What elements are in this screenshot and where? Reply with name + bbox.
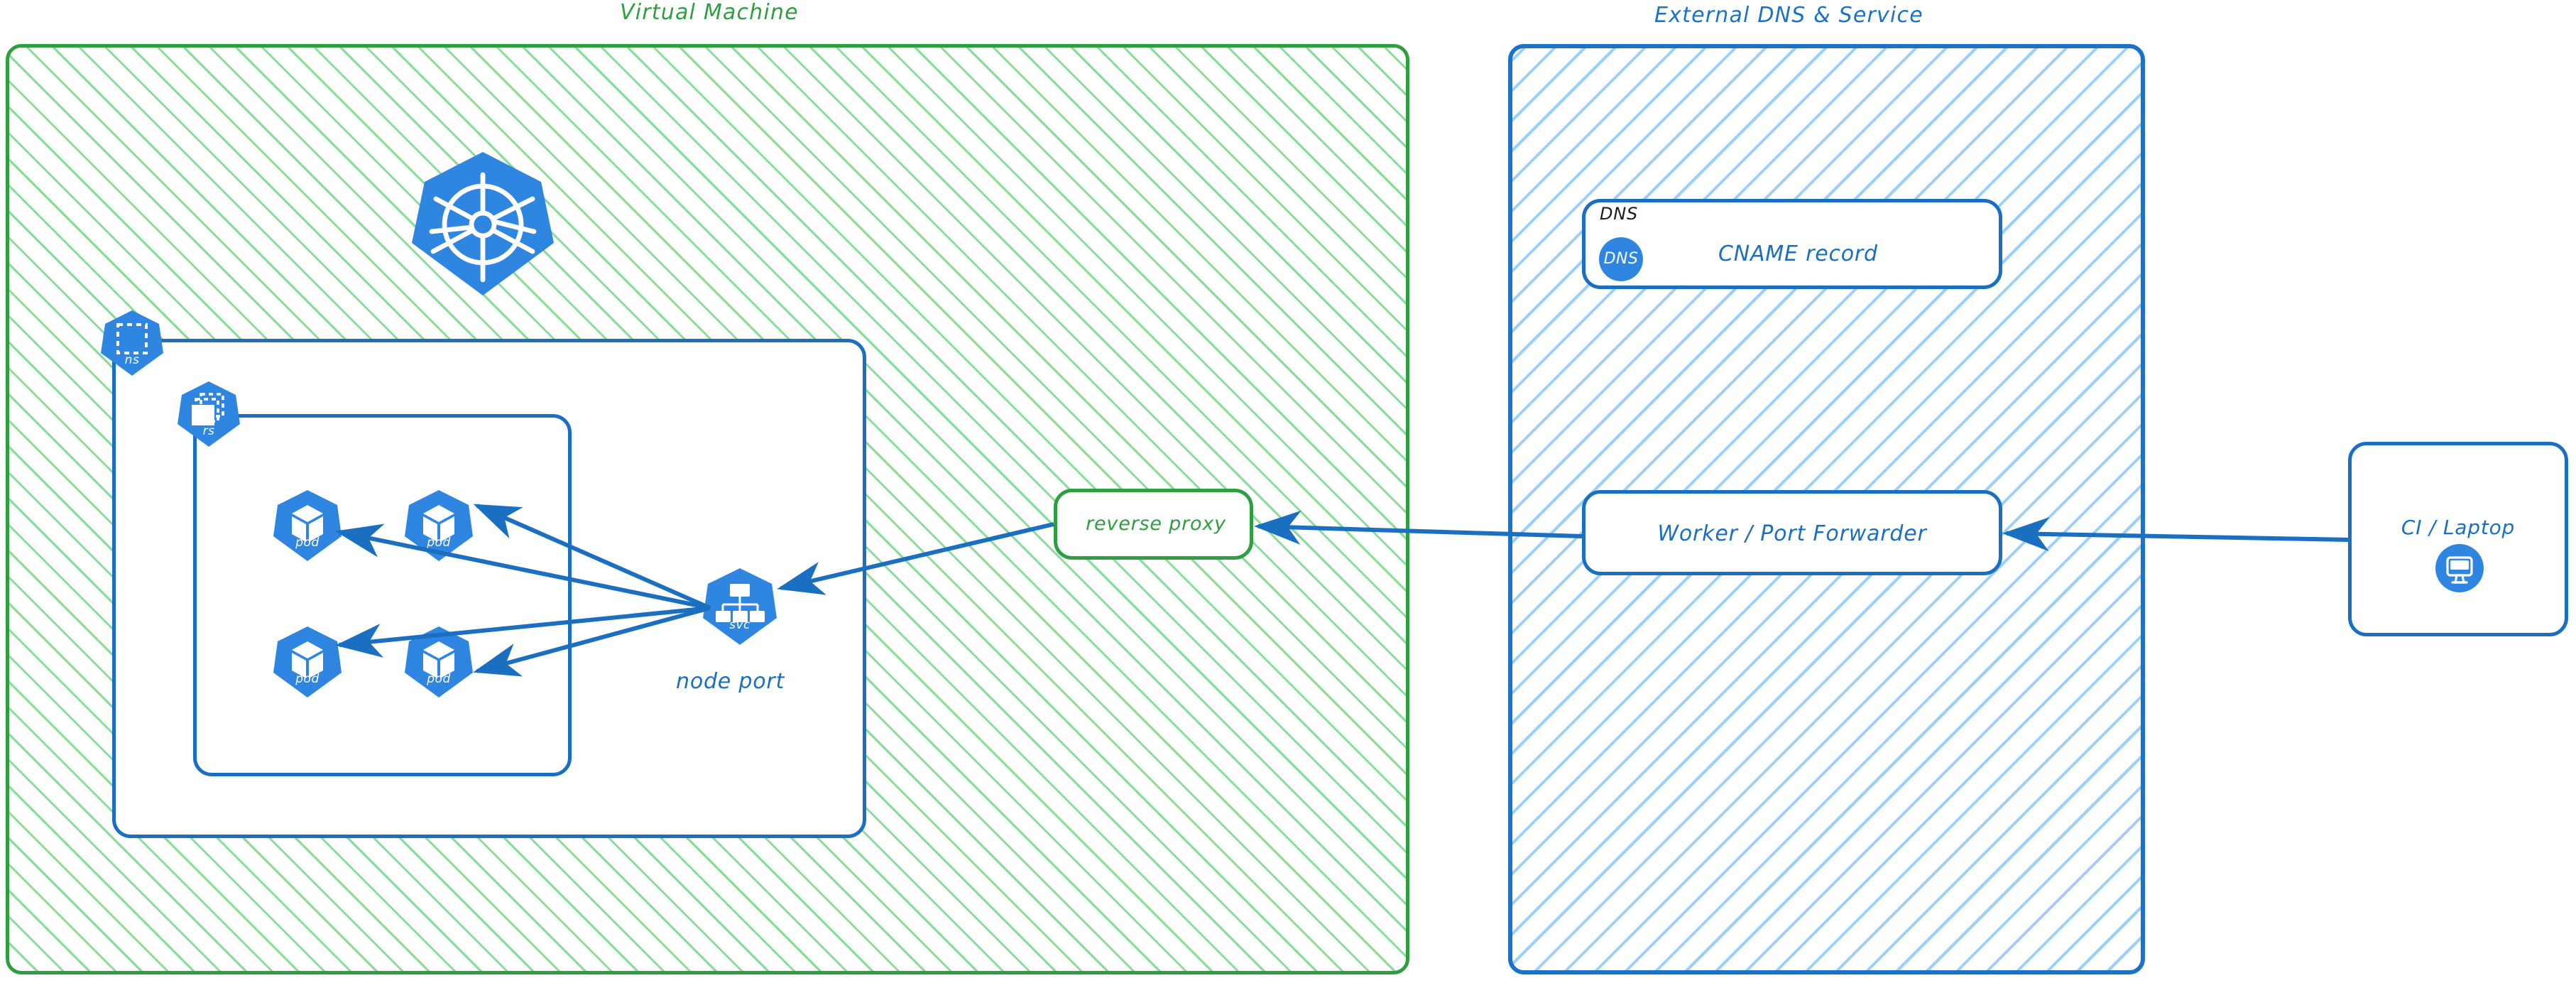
service-badge-label: svc — [729, 618, 751, 632]
reverse-proxy-box[interactable] — [1054, 489, 1253, 560]
service-badge: svc — [703, 567, 777, 646]
desktop-monitor-icon — [2435, 544, 2484, 592]
dns-circle-icon: DNS — [1599, 237, 1643, 281]
pod-badge-label: pod — [427, 672, 451, 686]
pod-badge-label: pod — [295, 536, 320, 550]
ci-laptop-label: CI / Laptop — [2401, 516, 2516, 539]
worker-port-forwarder-label: Worker / Port Forwarder — [1657, 521, 1927, 546]
reverse-proxy-label: reverse proxy — [1086, 513, 1226, 535]
panel-title-virtual-machine: Virtual Machine — [620, 0, 799, 25]
node-port-caption: node port — [676, 669, 785, 694]
kubernetes-logo-icon — [412, 149, 554, 298]
pod-badge-4: pod — [405, 625, 473, 699]
ci-laptop-box[interactable] — [2348, 442, 2568, 636]
dns-corner-label: DNS — [1600, 204, 1639, 224]
namespace-badge: ns — [101, 309, 163, 377]
pod-badge-label: pod — [427, 536, 451, 550]
panel-title-external-dns: External DNS & Service — [1654, 3, 1923, 28]
dns-record-box[interactable] — [1582, 199, 2002, 289]
replicaset-container — [193, 414, 572, 776]
cname-record-label: CNAME record — [1718, 241, 1878, 266]
replicaset-badge: rs — [178, 380, 240, 448]
replicaset-badge-label: rs — [202, 424, 215, 438]
pod-badge-3: pod — [273, 625, 342, 699]
pod-badge-label: pod — [295, 672, 320, 686]
pod-badge-1: pod — [273, 489, 342, 563]
dns-icon-label: DNS — [1603, 250, 1639, 268]
worker-port-forwarder-box[interactable] — [1582, 490, 2002, 575]
namespace-badge-label: ns — [124, 353, 140, 367]
pod-badge-2: pod — [405, 489, 473, 563]
